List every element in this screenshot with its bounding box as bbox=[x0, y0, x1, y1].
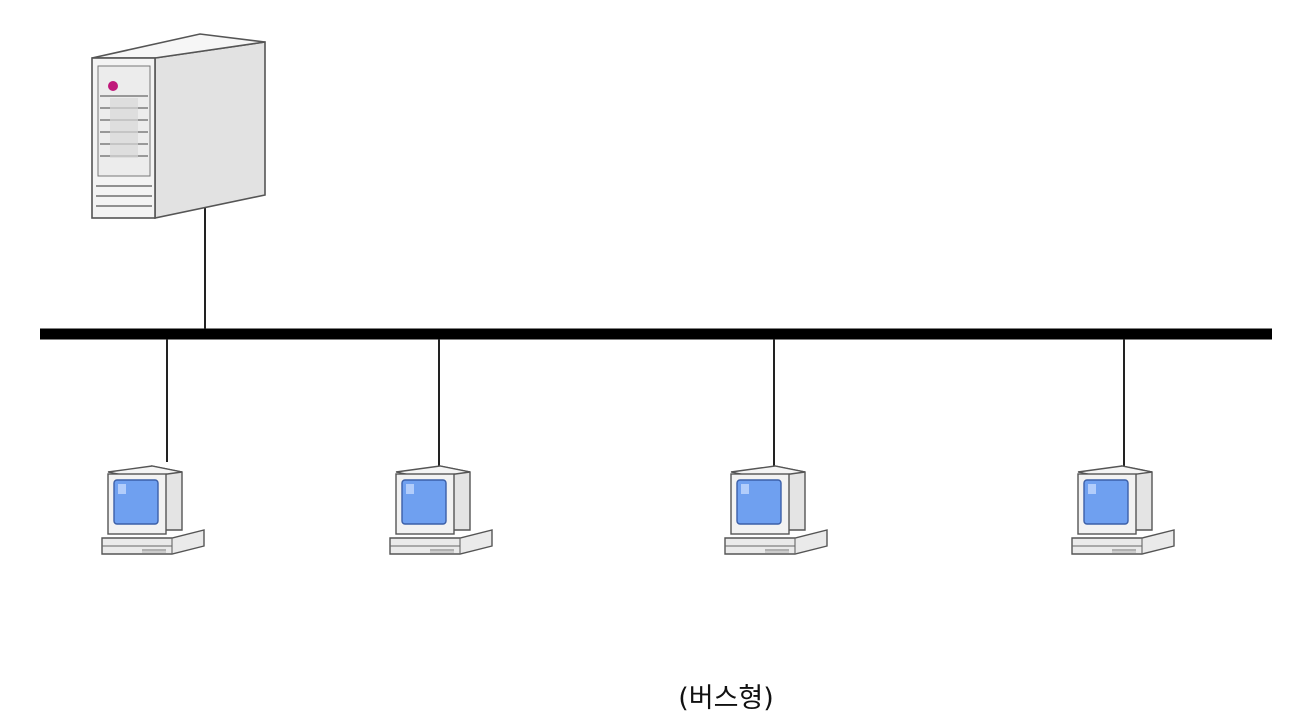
desktop-computer-icon bbox=[101, 465, 205, 555]
server-tower-icon bbox=[91, 33, 266, 219]
diagram-caption: (버스형) bbox=[678, 683, 774, 714]
desktop-computer-icon bbox=[724, 465, 828, 555]
desktop-computer-icon bbox=[1071, 465, 1175, 555]
desktop-computer-icon bbox=[389, 465, 493, 555]
